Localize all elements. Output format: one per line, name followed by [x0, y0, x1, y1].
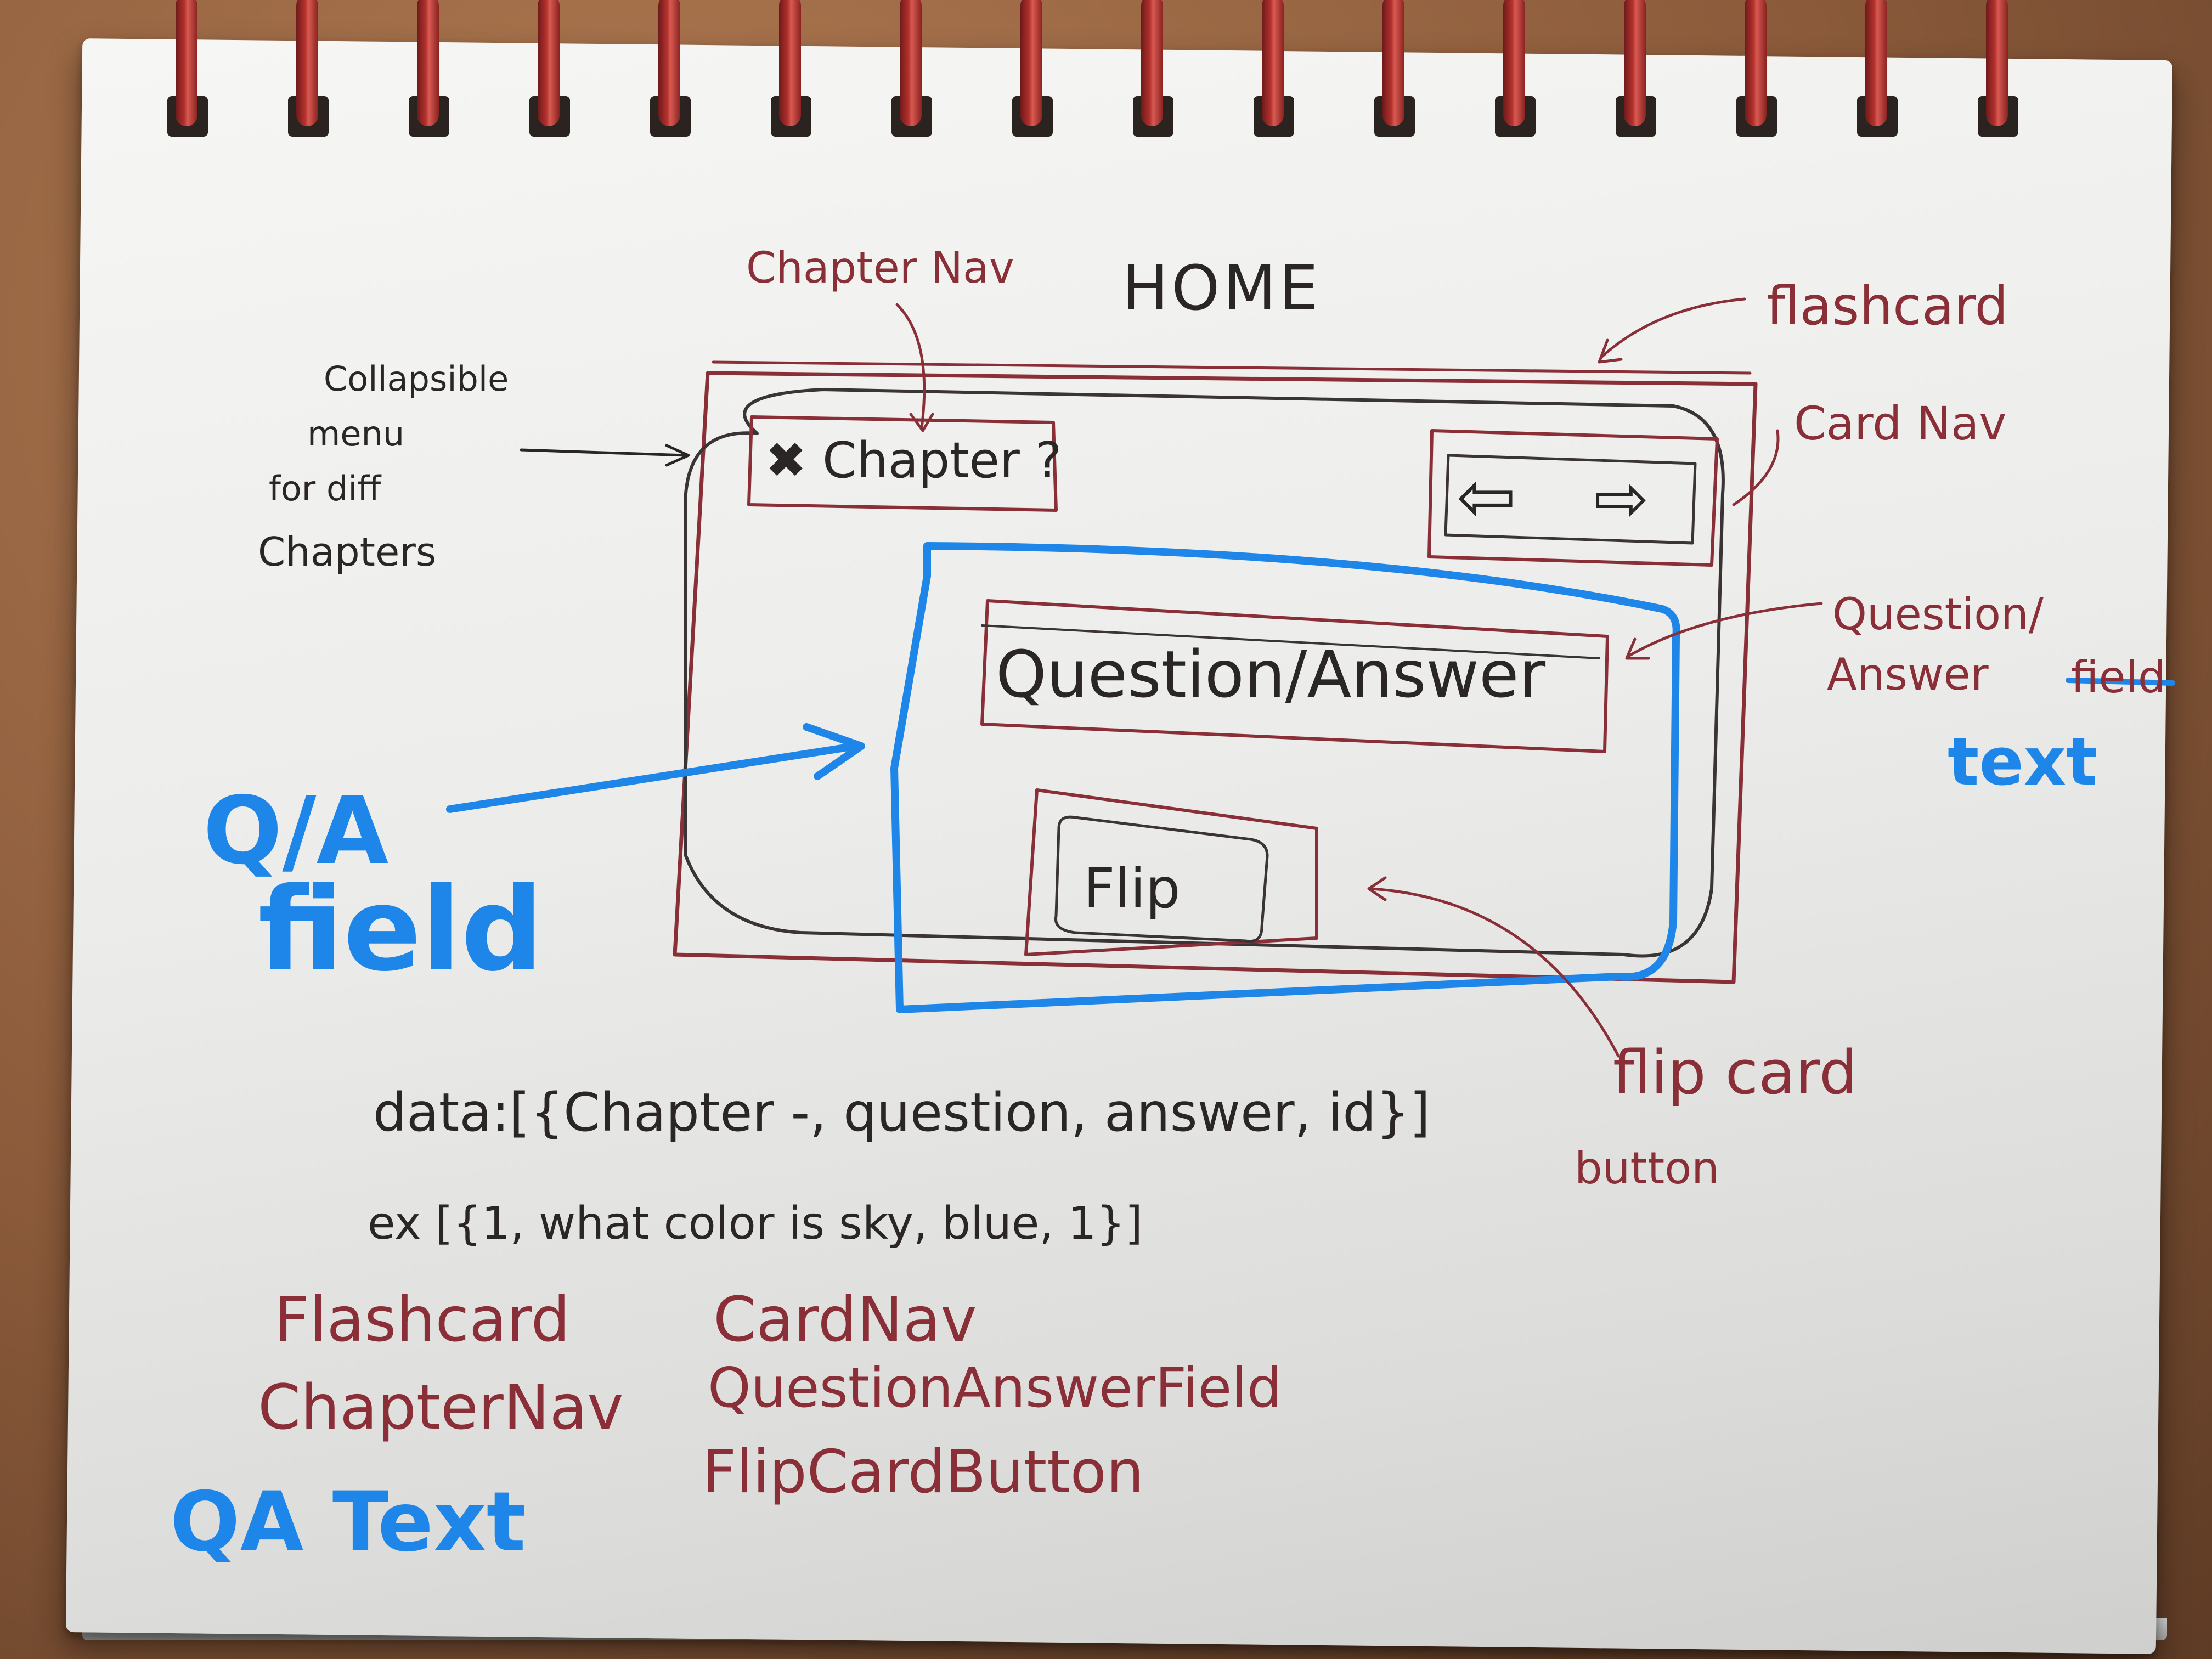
- annotation-flashcard: flashcard: [1767, 275, 2008, 337]
- annotation-text-added: text: [1948, 724, 2098, 800]
- annotation-collapsible-1: Collapsible: [324, 359, 509, 399]
- annotation-question-1: Question/: [1832, 589, 2044, 640]
- next-card-button[interactable]: ⇨: [1594, 466, 1649, 532]
- annotation-collapsible-2: menu: [307, 414, 405, 454]
- annotation-collapsible-4: Chapters: [258, 529, 437, 575]
- annotation-chapter-nav: Chapter Nav: [746, 244, 1014, 293]
- prev-card-button[interactable]: ⇦: [1457, 461, 1516, 532]
- page-title: HOME: [1122, 253, 1322, 324]
- question-answer-text: Question/Answer: [996, 636, 1546, 712]
- annotation-question-2: Answer: [1827, 649, 1989, 700]
- annotation-collapsible-3: for diff: [269, 469, 381, 509]
- annotation-card-nav: Card Nav: [1794, 397, 2007, 450]
- component-qa-text: QA Text: [170, 1475, 526, 1570]
- annotation-button: button: [1575, 1143, 1719, 1194]
- component-chapter-nav: ChapterNav: [258, 1372, 624, 1443]
- close-icon: ✖: [765, 432, 807, 489]
- annotation-flip-card: flip card: [1613, 1037, 1858, 1108]
- prev-arrow-icon: ⇦: [1457, 455, 1516, 538]
- annotation-qa-field-1: Q/A: [203, 777, 389, 885]
- annotation-field-struck: field: [2071, 652, 2166, 703]
- chapter-button-label: Chapter ?: [822, 432, 1062, 489]
- chapter-menu-button[interactable]: ✖ Chapter ?: [765, 436, 1062, 486]
- component-flip-card-button: FlipCardButton: [702, 1438, 1144, 1506]
- data-example-note: ex [{1, what color is sky, blue, 1}]: [368, 1198, 1143, 1250]
- component-flashcard: Flashcard: [274, 1284, 570, 1356]
- data-schema-note: data:[{Chapter -, question, answer, id}]: [373, 1082, 1430, 1143]
- next-arrow-icon: ⇨: [1594, 461, 1649, 537]
- annotation-qa-field-2: field: [258, 862, 544, 997]
- component-question-answer-field: QuestionAnswerField: [708, 1356, 1282, 1420]
- component-card-nav: CardNav: [713, 1284, 977, 1356]
- flip-button[interactable]: Flip: [1084, 856, 1181, 921]
